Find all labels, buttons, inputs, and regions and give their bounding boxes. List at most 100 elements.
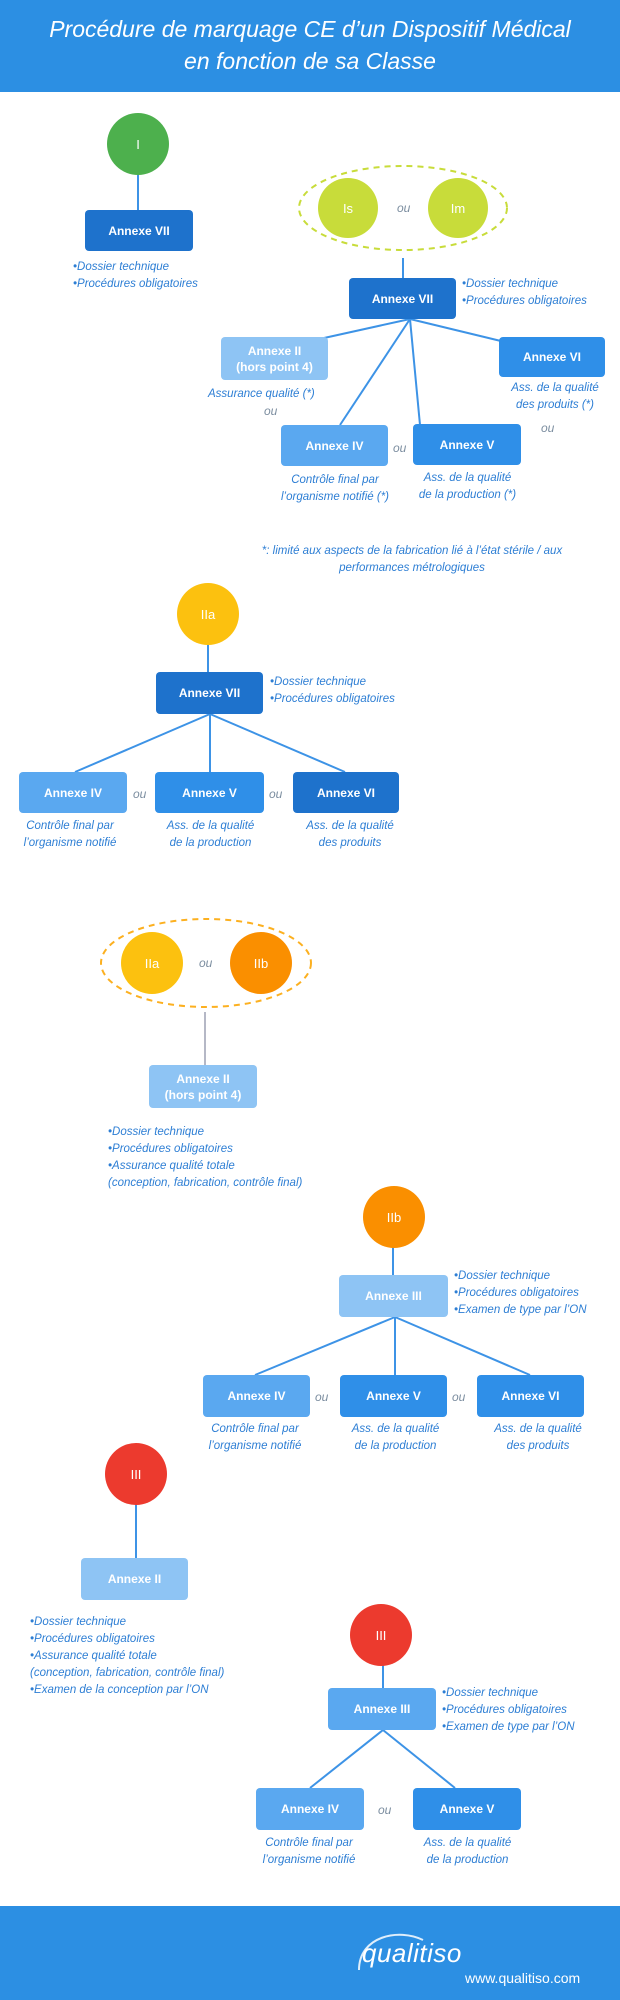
s4-annexe-ii-sublabel: (hors point 4)	[164, 1087, 242, 1102]
class-is-circle: Is	[318, 178, 378, 238]
s5-note-line: Ass. de la qualité	[351, 1423, 440, 1435]
s6-annexe-ii-box: Annexe II	[81, 1558, 188, 1600]
s3-note-line: Ass. de la qualité	[306, 820, 394, 832]
s2-annexe-ii-sublabel: (hors point 4)	[236, 359, 313, 374]
s5-annexe-iii-label: Annexe III	[365, 1289, 422, 1303]
s3-annexe-v-label: Annexe V	[182, 785, 237, 800]
s4-note: •Dossier technique •Procédures obligatoi…	[108, 1124, 302, 1192]
ou-label: ou	[452, 1390, 466, 1404]
s5-annexe-iv-box: Annexe IV	[203, 1375, 310, 1417]
ou-label: ou	[133, 787, 147, 801]
class-iii-label: III	[130, 1466, 142, 1482]
s2-annexe-iv-label: Annexe IV	[305, 438, 364, 453]
s6-note-line: (conception, fabrication, contrôle final…	[30, 1667, 225, 1679]
s3-note-line: •Dossier technique	[270, 676, 367, 688]
s4-annexe-ii-box: Annexe II(hors point 4)	[149, 1065, 257, 1108]
s7-note-line: l’organisme notifié	[262, 1854, 356, 1866]
s3-annexe-vii-box: Annexe VII	[156, 672, 263, 714]
s2-annexe-vii-box: Annexe VII	[349, 278, 456, 319]
s5-annexe-iii-box: Annexe III	[339, 1275, 448, 1317]
class-im-circle: Im	[428, 178, 488, 238]
class-i-label: I	[136, 136, 140, 152]
s1-annexe-vii-label: Annexe VII	[108, 223, 170, 238]
s3-annexe-vi-note: Ass. de la qualité des produits	[290, 818, 410, 852]
s2-note-line: •Dossier technique	[462, 278, 559, 290]
s5-annexe-iv-note: Contrôle final par l’organisme notifié	[190, 1421, 320, 1455]
class-iii-circle: III	[105, 1443, 167, 1505]
footer-banner	[0, 1906, 620, 2000]
s6-note-line: •Dossier technique	[30, 1616, 127, 1628]
s4-note-line: •Dossier technique	[108, 1126, 205, 1138]
s4-note-line: (conception, fabrication, contrôle final…	[108, 1177, 303, 1189]
s2-annexe-iv-box: Annexe IV	[281, 425, 388, 466]
s2-annexe-iv-note: Contrôle final par l’organisme notifié (…	[260, 472, 410, 506]
s5-note-line: •Procédures obligatoires	[454, 1287, 579, 1299]
s5-annexe-v-box: Annexe V	[340, 1375, 447, 1417]
s1-note: •Dossier technique •Procédures obligatoi…	[73, 259, 198, 293]
iia-iib-dashed-ring	[100, 918, 312, 1008]
class-iib-circle: IIb	[230, 932, 292, 994]
s2-annexe-ii-note: Assurance qualité (*)	[208, 388, 315, 400]
s3-note-line: •Procédures obligatoires	[270, 693, 395, 705]
ou-label: ou	[393, 441, 407, 455]
s3-main-note: •Dossier technique •Procédures obligatoi…	[270, 674, 395, 708]
s2-annexe-vi-box: Annexe VI	[499, 337, 605, 377]
s5-annexe-vi-box: Annexe VI	[477, 1375, 584, 1417]
website-link[interactable]: www.qualitiso.com	[465, 1970, 581, 1986]
s5-note-line: Ass. de la qualité	[494, 1423, 582, 1435]
class-iib-label: IIb	[386, 1209, 402, 1225]
s5-main-note: •Dossier technique •Procédures obligatoi…	[454, 1268, 587, 1319]
s2-note-line: Ass. de la qualité	[423, 472, 512, 484]
s3-annexe-vii-label: Annexe VII	[178, 686, 241, 700]
class-iia-circle: IIa	[121, 932, 183, 994]
s3-note-line: Ass. de la qualité	[166, 820, 255, 832]
s1-note-line: •Procédures obligatoires	[73, 278, 198, 290]
s5-annexe-v-note: Ass. de la qualité de la production	[333, 1421, 458, 1455]
s5-note-line: des produits	[506, 1440, 570, 1452]
s7-annexe-iii-label: Annexe III	[353, 1702, 411, 1716]
class-iia-label: IIa	[144, 955, 160, 971]
s2-note-line: •Procédures obligatoires	[462, 295, 587, 307]
s7-annexe-v-box: Annexe V	[413, 1788, 521, 1830]
s2-footnote-line: *: limité aux aspects de la fabrication …	[261, 545, 563, 557]
s7-annexe-iv-label: Annexe IV	[280, 1802, 340, 1816]
s3-note-line: de la production	[169, 837, 252, 849]
s3-note-line: l’organisme notifié	[23, 837, 117, 849]
s5-note-line: l’organisme notifié	[208, 1440, 302, 1452]
s6-annexe-ii-label: Annexe II	[107, 1572, 162, 1586]
s5-annexe-iv-label: Annexe IV	[227, 1389, 286, 1403]
s6-note-line: •Examen de la conception par l’ON	[30, 1684, 209, 1696]
class-iia-circle: IIa	[177, 583, 239, 645]
s7-note-line: •Examen de type par l’ON	[442, 1721, 575, 1733]
ou-label: ou	[378, 1803, 392, 1817]
ou-label: ou	[264, 404, 278, 418]
s7-note-line: •Dossier technique	[442, 1687, 539, 1699]
s4-annexe-ii-label: Annexe II	[176, 1071, 230, 1086]
s6-note-line: •Procédures obligatoires	[30, 1633, 155, 1645]
s2-note-line: des produits (*)	[516, 399, 594, 411]
ou-label: ou	[315, 1390, 329, 1404]
page-title-line2: en fonction de sa Classe	[184, 48, 436, 74]
s2-note-line: Contrôle final par	[291, 474, 379, 486]
class-im-label: Im	[450, 200, 466, 216]
s2-annexe-ii-box: Annexe II(hors point 4)	[221, 337, 328, 380]
s5-annexe-vi-label: Annexe VI	[501, 1389, 560, 1403]
s1-note-line: •Dossier technique	[73, 261, 170, 273]
s7-annexe-v-note: Ass. de la qualité de la production	[405, 1835, 530, 1869]
s3-note-line: Contrôle final par	[26, 820, 114, 832]
s2-footnote-line: performances métrologiques	[339, 562, 485, 574]
ou-label: ou	[199, 956, 213, 970]
class-iii-label: III	[375, 1627, 387, 1643]
s2-note-line: de la production (*)	[418, 489, 517, 501]
s2-annexe-vii-label: Annexe VII	[371, 291, 434, 306]
s7-note-line: Contrôle final par	[265, 1837, 353, 1849]
ou-label: ou	[269, 787, 283, 801]
s3-note-line: des produits	[318, 837, 382, 849]
s3-annexe-vi-box: Annexe VI	[293, 772, 399, 813]
ou-label: ou	[397, 201, 411, 215]
s2-annexe-vi-note: Ass. de la qualité des produits (*)	[500, 380, 610, 414]
s2-annexe-vi-label: Annexe VI	[522, 350, 582, 364]
s6-note-line: •Assurance qualité totale	[30, 1650, 157, 1662]
s7-note-line: Ass. de la qualité	[423, 1837, 512, 1849]
qualitiso-logo	[358, 1933, 424, 1971]
